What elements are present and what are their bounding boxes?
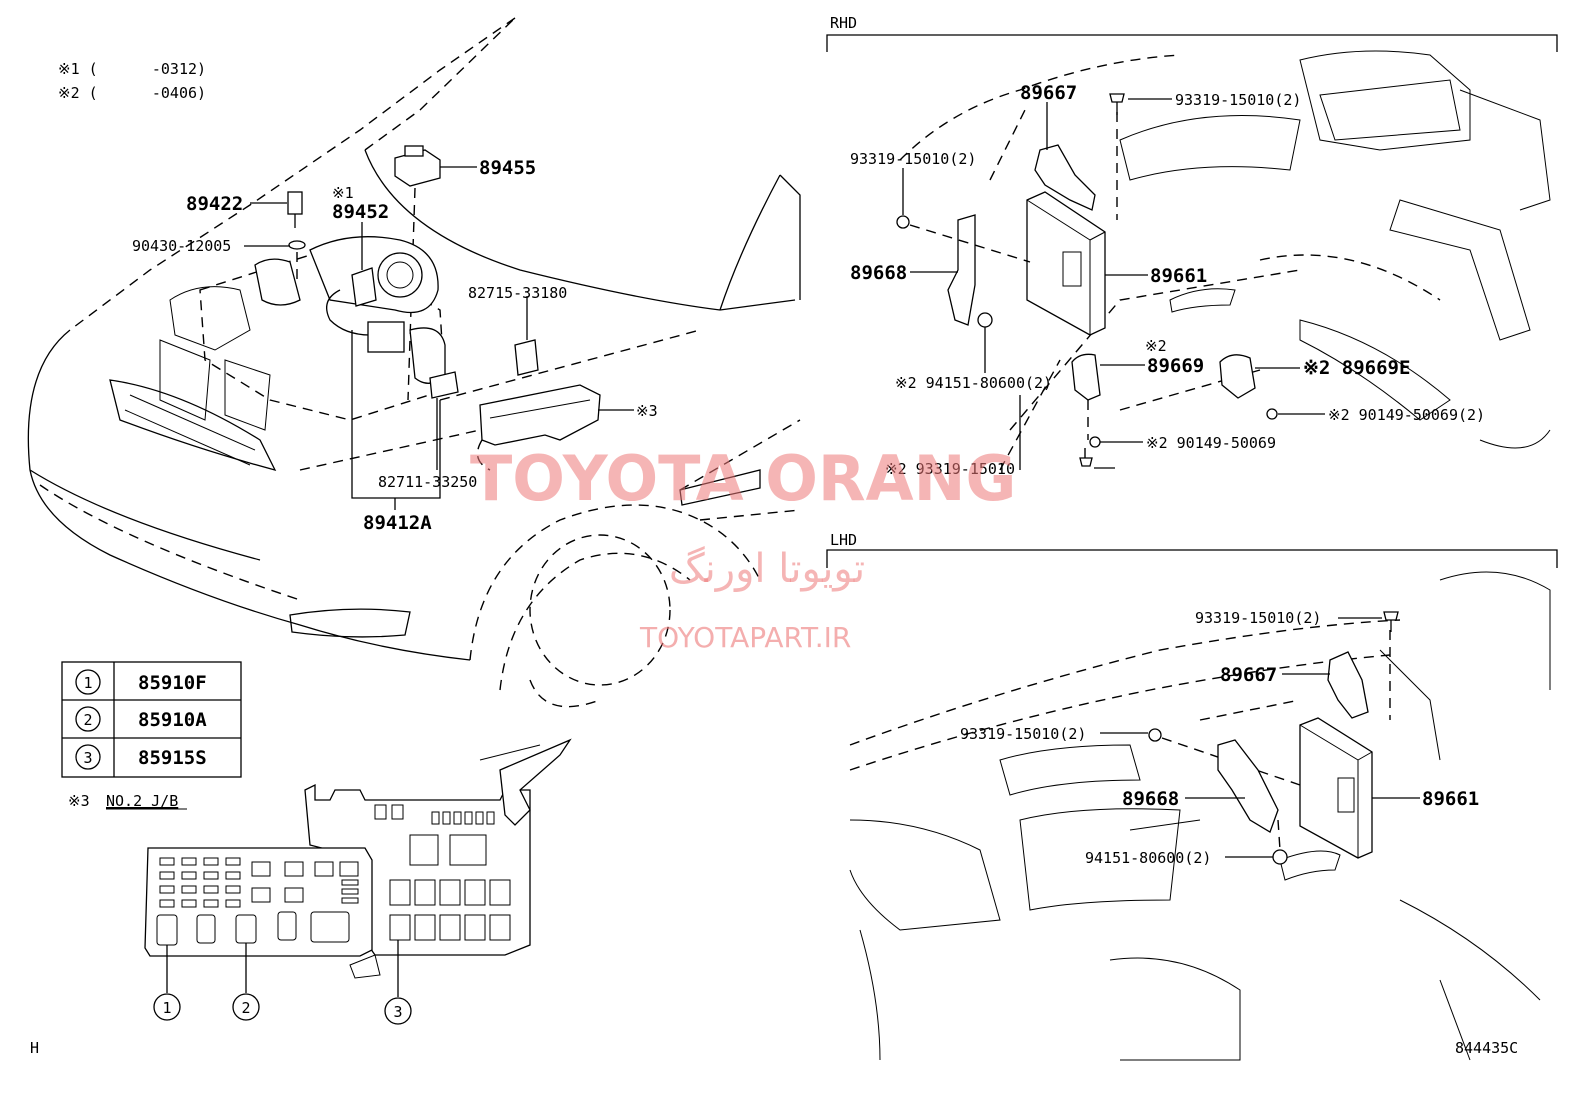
jb-front-fuses [159,857,359,908]
watermark-url: TOYOTAPART.IR [639,621,851,654]
label-89452: 89452 [332,201,389,223]
lhd-bracket-89667-shape [1282,630,1391,720]
rhd-label-90149-a: ※2 90149-50069(2) [1328,406,1485,424]
note-1: ※1 ( -0312) [58,60,206,78]
rhd-label-89669-mark: ※2 [1145,337,1167,355]
rhd-nut-94151 [977,312,1021,470]
jb-callout-2-text: 2 [241,999,250,1017]
rhd-label-89668: 89668 [850,262,907,284]
rhd-bracket-89669E-shape [1219,354,1300,399]
lhd-label-94151: 94151-80600(2) [1085,849,1211,867]
watermark: TOYOTA ORANG تویوتا اورنگ TOYOTAPART.IR [470,442,1016,654]
part-89412A-shape [351,327,446,510]
rhd-label-94151: ※2 94151-80600(2) [895,374,1052,392]
label-82715: 82715-33180 [468,284,567,302]
rhd-label-89661: 89661 [1150,265,1207,287]
label-82711: 82711-33250 [378,473,477,491]
rhd-label-89669E: ※2 89669E [1303,357,1410,379]
rhd-ecu-89661-shape [1026,191,1148,336]
lhd-screw-left [1100,728,1301,786]
note-2: ※2 ( -0406) [58,84,206,102]
lhd-label-89667: 89667 [1220,664,1277,686]
watermark-brand: TOYOTA ORANG [470,442,1016,515]
legend-row-2: 2 85910A [75,706,207,732]
legend-row-2-num: 2 [83,711,92,729]
legend-row-2-part: 85910A [138,709,207,731]
lhd-label-93319-top: 93319-15010(2) [1195,609,1321,627]
rhd-label-90149-b: ※2 90149-50069 [1146,434,1276,452]
rhd-label-89667: 89667 [1020,82,1077,104]
jb-relays-back [389,879,511,941]
rhd-screw-left [896,168,1031,263]
watermark-persian: تویوتا اورنگ [669,546,865,592]
legend-table: 1 85910F 2 85910A 3 85915S [61,661,242,778]
legend-row-1-part: 85910F [138,672,207,694]
rhd-label-93319-left: 93319-15010(2) [850,150,976,168]
lhd-screw-top [1338,611,1399,632]
footer-left: H [30,1039,39,1057]
jb-small-fuses [431,811,495,825]
label-89455: 89455 [479,157,536,179]
lhd-label-93319-left: 93319-15010(2) [960,725,1086,743]
part-82711-shape [429,371,459,470]
lhd-label-89668: 89668 [1122,788,1179,810]
jb-callout-2: 2 [232,993,260,1021]
rhd-label-93319-bottom: ※2 93319-15010 [885,460,1015,478]
lhd-header: LHD [830,531,857,549]
rhd-label-93319-top: 93319-15010(2) [1175,91,1301,109]
rhd-screw-top [1109,93,1172,115]
rhd-header: RHD [830,14,857,32]
rhd-bracket-89668-shape [910,214,976,326]
footer-right: 844435C [1455,1039,1518,1057]
lhd-section [826,549,1558,1061]
note-3-mark: ※3 [68,792,90,810]
part-82715-shape [514,296,539,376]
junction-block-drawing [144,738,572,997]
legend-row-3-num: 3 [83,749,92,767]
label-90430: 90430-12005 [132,237,231,255]
part-jb-bracket-shape [476,384,634,471]
rhd-section [826,34,1558,471]
part-89452-shape [326,267,405,353]
engine-leader-lines [244,166,477,270]
rhd-label-89669: 89669 [1147,355,1204,377]
lhd-label-89661: 89661 [1422,788,1479,810]
jb-callout-3-text: 3 [393,1003,402,1021]
label-jb-mark: ※3 [636,402,658,420]
rhd-bracket-89669-shape [1071,353,1145,440]
jb-callout-1: 1 [153,993,181,1021]
label-89412A: 89412A [363,512,432,534]
note-3-label: NO.2 J/B [106,792,178,810]
lhd-bracket-89668-shape [1185,739,1279,833]
legend-row-1-num: 1 [83,674,92,692]
legend-row-3: 3 85915S [75,744,207,770]
part-89422-shape [287,191,306,280]
lhd-nut-94151 [1225,819,1288,865]
legend-row-1: 1 85910F [75,669,207,695]
engine-components [254,145,634,510]
legend-row-3-part: 85915S [138,747,207,769]
label-89452-mark: ※1 [332,184,354,202]
jb-callout-1-text: 1 [162,999,171,1017]
throttle-body-shape [254,236,439,314]
rhd-screws-90149 [1079,408,1325,469]
lhd-ecu-89661-shape [1299,717,1420,859]
label-89422: 89422 [186,193,243,215]
rhd-bracket-89667-shape [1034,102,1118,220]
jb-callout-3: 3 [384,997,412,1025]
